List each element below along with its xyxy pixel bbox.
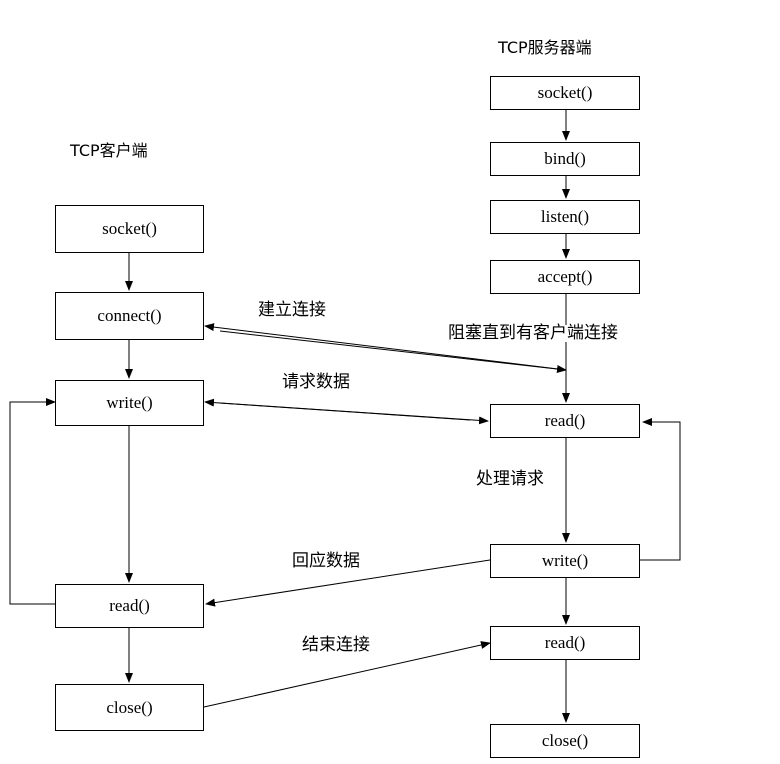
- server-close-box: close(): [490, 724, 640, 758]
- label-block: 阻塞直到有客户端连接: [448, 323, 618, 343]
- label-process: 处理请求: [476, 469, 544, 489]
- server-listen-box: listen(): [490, 200, 640, 234]
- arrow-client-loop: [9, 398, 56, 605]
- arrow-server-loop: [640, 418, 681, 561]
- server-read-box: read(): [490, 404, 640, 438]
- client-read-box: read(): [55, 584, 204, 628]
- client-connect-box: connect(): [55, 292, 204, 340]
- arrow-reply-to-client: [205, 559, 491, 607]
- arrow-end-to-server: [203, 641, 491, 708]
- server-accept-box: accept(): [490, 260, 640, 294]
- server-write-box: write(): [490, 544, 640, 578]
- label-establish: 建立连接: [258, 300, 326, 320]
- arrow-establish-to-server: [219, 330, 567, 373]
- label-request: 请求数据: [282, 372, 350, 392]
- label-end: 结束连接: [302, 635, 370, 655]
- client-title: TCP客户端: [70, 141, 148, 160]
- server-title: TCP服务器端: [498, 38, 592, 57]
- arrow-establish-to-client: [204, 323, 567, 371]
- client-socket-box: socket(): [55, 205, 204, 253]
- server-bind-box: bind(): [490, 142, 640, 176]
- client-close-box: close(): [55, 684, 204, 731]
- server-socket-box: socket(): [490, 76, 640, 110]
- arrow-request-to-client: [204, 398, 471, 421]
- label-reply: 回应数据: [292, 551, 360, 571]
- server-read2-box: read(): [490, 626, 640, 660]
- client-write-box: write(): [55, 380, 204, 426]
